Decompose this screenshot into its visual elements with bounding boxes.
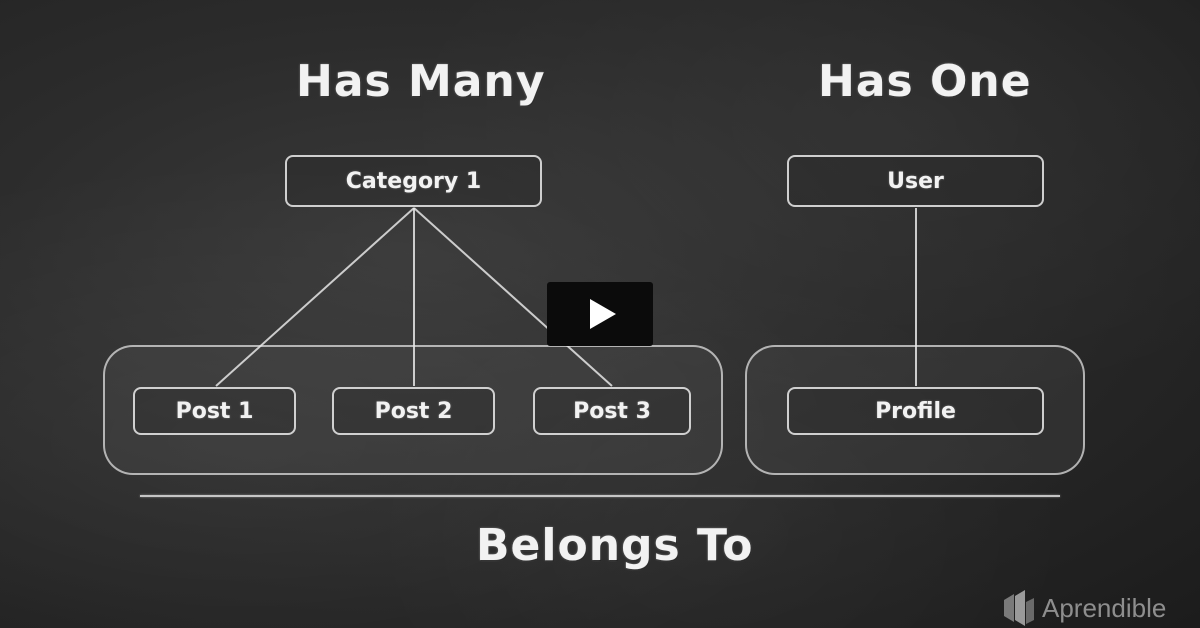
post-node-1: Post 1 bbox=[133, 387, 296, 435]
brand-logo: Aprendible bbox=[1002, 590, 1166, 626]
play-icon bbox=[590, 299, 616, 329]
user-node: User bbox=[787, 155, 1044, 207]
connector-category-post-1 bbox=[215, 207, 415, 387]
aprendible-logo-icon bbox=[1004, 590, 1034, 626]
post-node-2: Post 2 bbox=[332, 387, 495, 435]
brand-name: Aprendible bbox=[1042, 592, 1167, 623]
post-node-3: Post 3 bbox=[533, 387, 691, 435]
heading-has-one: Has One bbox=[818, 56, 1032, 107]
heading-has-many: Has Many bbox=[296, 56, 546, 107]
belongs-to-divider bbox=[140, 495, 1060, 497]
play-button[interactable] bbox=[547, 282, 653, 346]
profile-node: Profile bbox=[787, 387, 1044, 435]
heading-belongs-to: Belongs To bbox=[476, 520, 754, 571]
connector-category-post-3 bbox=[413, 207, 613, 387]
category-node: Category 1 bbox=[285, 155, 542, 207]
